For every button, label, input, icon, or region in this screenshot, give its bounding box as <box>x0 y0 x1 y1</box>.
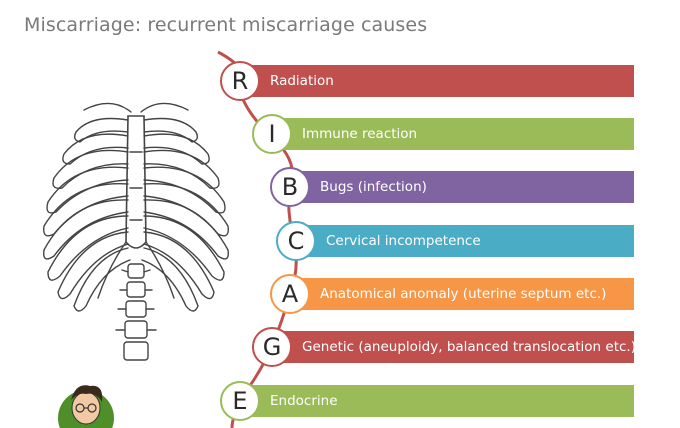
letter-circle-i: I <box>252 114 292 154</box>
letter-circle-b: B <box>270 167 310 207</box>
letter-circle-c: C <box>276 221 316 261</box>
letter-circle-g: G <box>252 327 292 367</box>
cause-label: Endocrine <box>270 393 338 409</box>
cause-bar-i: Immune reaction <box>272 118 634 150</box>
cause-bar-r: Radiation <box>240 65 634 97</box>
cause-bar-g: Genetic (aneuploidy, balanced translocat… <box>272 331 636 363</box>
cause-bar-a: Anatomical anomaly (uterine septum etc.) <box>290 278 634 310</box>
cause-label: Anatomical anomaly (uterine septum etc.) <box>320 286 607 302</box>
ribcage-icon <box>43 102 229 361</box>
letter-circle-a: A <box>270 274 310 314</box>
letter-circle-e: E <box>220 381 260 421</box>
cause-label: Bugs (infection) <box>320 179 427 195</box>
cause-label: Genetic (aneuploidy, balanced translocat… <box>302 339 636 355</box>
cause-label: Radiation <box>270 73 334 89</box>
cause-label: Immune reaction <box>302 126 418 142</box>
slide-title: Miscarriage: recurrent miscarriage cause… <box>24 14 428 36</box>
doctor-avatar-icon <box>58 385 114 428</box>
cause-bar-c: Cervical incompetence <box>296 225 634 257</box>
cause-label: Cervical incompetence <box>326 233 481 249</box>
cause-bar-e: Endocrine <box>240 385 634 417</box>
letter-circle-r: R <box>220 61 260 101</box>
cause-bar-b: Bugs (infection) <box>290 171 634 203</box>
